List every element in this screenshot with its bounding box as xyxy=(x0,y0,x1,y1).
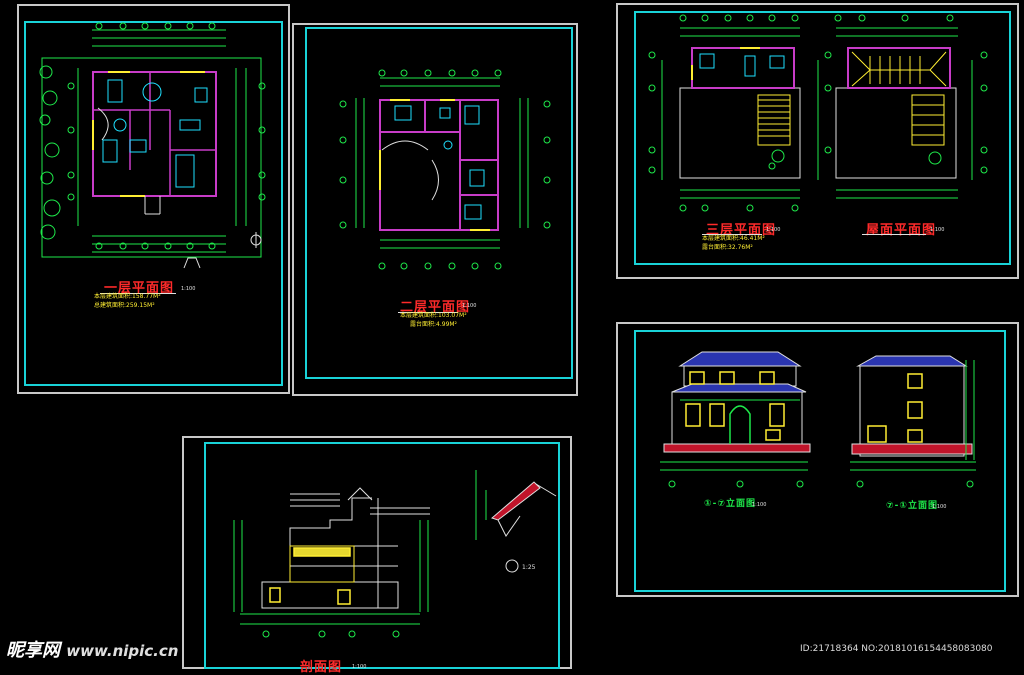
floor2-title-underline xyxy=(398,312,458,313)
roof-title-underline xyxy=(862,234,926,235)
frame-floor3-roof xyxy=(634,11,1011,265)
watermark-logo-cn: 昵享网 xyxy=(6,640,60,661)
floor3-area-balcony: 露台面积:32.76M² xyxy=(702,244,753,251)
floor3-scale: 1:100 xyxy=(766,227,781,233)
detail-scale-label: 1:25 xyxy=(522,564,536,571)
floor1-plan xyxy=(39,22,266,269)
elev-rear-title: ⑦-①立面图 xyxy=(886,501,938,511)
elevation-front xyxy=(660,351,811,488)
elev-front-title: ①-⑦立面图 xyxy=(704,499,756,509)
floor1-area-total: 总建筑面积:259.15M² xyxy=(94,302,155,309)
floor2-scale: 1:100 xyxy=(462,303,477,309)
section-scale: 1:100 xyxy=(352,664,367,670)
floor1-area-built: 本层建筑面积:158.77M² xyxy=(94,293,161,300)
floor1-title: 一层平面图 xyxy=(104,281,175,296)
frame-floor1 xyxy=(24,21,283,386)
frame-floor2 xyxy=(305,27,573,379)
elev-rear-scale: 1:100 xyxy=(932,504,947,510)
roof-title: 屋面平面图 xyxy=(866,223,937,238)
section-drawing xyxy=(233,487,430,638)
floor3-area-built: 本层建筑面积:46.41M² xyxy=(702,235,765,242)
floor2-title: 二层平面图 xyxy=(400,300,471,315)
elev-front-scale: 1:100 xyxy=(752,502,767,508)
watermark-site: www.nipic.cn xyxy=(66,642,179,660)
watermark-logo: 昵享网 www.nipic.cn xyxy=(6,636,178,662)
watermark-id: ID:21718364 NO:20181016154458083080 xyxy=(800,644,993,654)
sheet-elevations xyxy=(616,322,1019,597)
roof-scale: 1:100 xyxy=(930,227,945,233)
floor1-scale: 1:100 xyxy=(181,286,196,292)
section-title: 剖面图 xyxy=(300,660,343,675)
floor2-plan xyxy=(339,69,551,270)
roof-plan xyxy=(834,14,988,199)
floor3-title-underline xyxy=(702,234,762,235)
floor1-title-underline xyxy=(100,293,176,294)
floor2-area-balcony: 露台面积:4.99M² xyxy=(410,321,457,328)
sheet-floor2 xyxy=(292,23,578,396)
floor3-plan xyxy=(648,14,832,212)
elevation-rear xyxy=(850,355,976,488)
sheet-floor3-roof xyxy=(616,3,1019,279)
frame-section xyxy=(204,442,560,669)
frame-elevations xyxy=(634,330,1006,592)
sheet-floor1 xyxy=(17,4,290,394)
floor2-area-built: 本层建筑面积:103.07M² xyxy=(400,312,467,319)
eave-detail xyxy=(475,470,557,573)
